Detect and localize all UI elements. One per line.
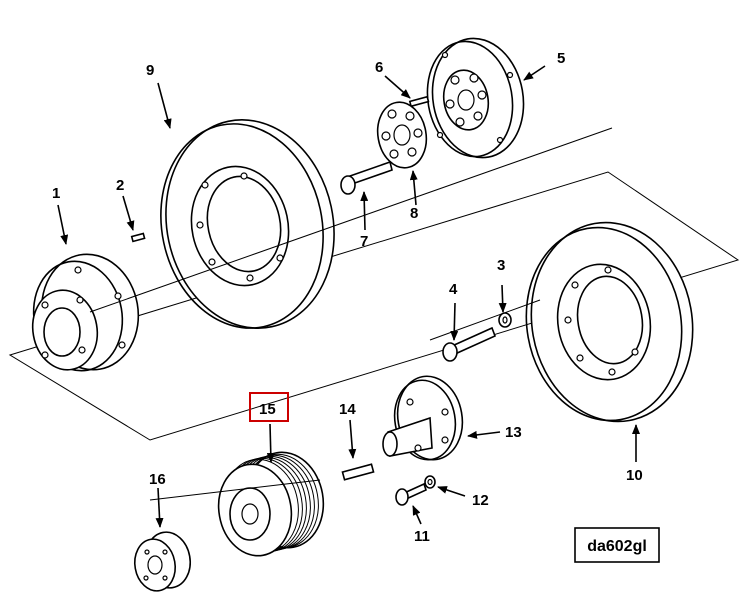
diagram-code: da602gl (587, 538, 647, 555)
callout-14: 14 (339, 401, 356, 418)
callout-10: 10 (626, 467, 643, 484)
callout-12: 12 (472, 492, 489, 509)
callout-11: 11 (414, 528, 430, 545)
callout-9: 9 (146, 62, 154, 79)
part-16-small-hub (133, 531, 192, 592)
callout-15: 15 (259, 401, 276, 418)
assembly-plane-outline (8, 171, 740, 441)
part-10-flywheel (525, 221, 694, 423)
part-15-pulley (217, 451, 325, 557)
part-14-key (341, 463, 375, 481)
part-4-bolt (442, 326, 497, 362)
callout-3: 3 (497, 257, 505, 274)
axis-lines (89, 127, 613, 501)
callout-4: 4 (449, 281, 458, 298)
callout-13: 13 (505, 424, 522, 441)
callout-5: 5 (557, 50, 565, 67)
part-1-adapter-hub (31, 253, 140, 372)
callout-7: 7 (360, 233, 368, 250)
part-13-shaft-hub (382, 375, 464, 461)
part-2-pin (130, 232, 146, 243)
part-7-bolt (340, 160, 393, 195)
part-8-spacer-plate (376, 101, 428, 169)
part-3-washer (498, 312, 512, 328)
part-12-washer (424, 475, 436, 489)
diagram-code-box (574, 527, 660, 563)
part-5-flex-plate (426, 37, 525, 159)
leader-arrows (57, 65, 640, 528)
part-6-dowel-pin (408, 95, 430, 108)
callout-16: 16 (149, 471, 166, 488)
callout-6: 6 (375, 59, 383, 76)
part-11-bolt (395, 482, 427, 506)
callout-8: 8 (410, 205, 418, 222)
callout-2: 2 (116, 177, 124, 194)
callout-1: 1 (52, 185, 60, 202)
callout-15-highlight-box (249, 392, 289, 422)
part-9-flywheel (160, 119, 335, 329)
